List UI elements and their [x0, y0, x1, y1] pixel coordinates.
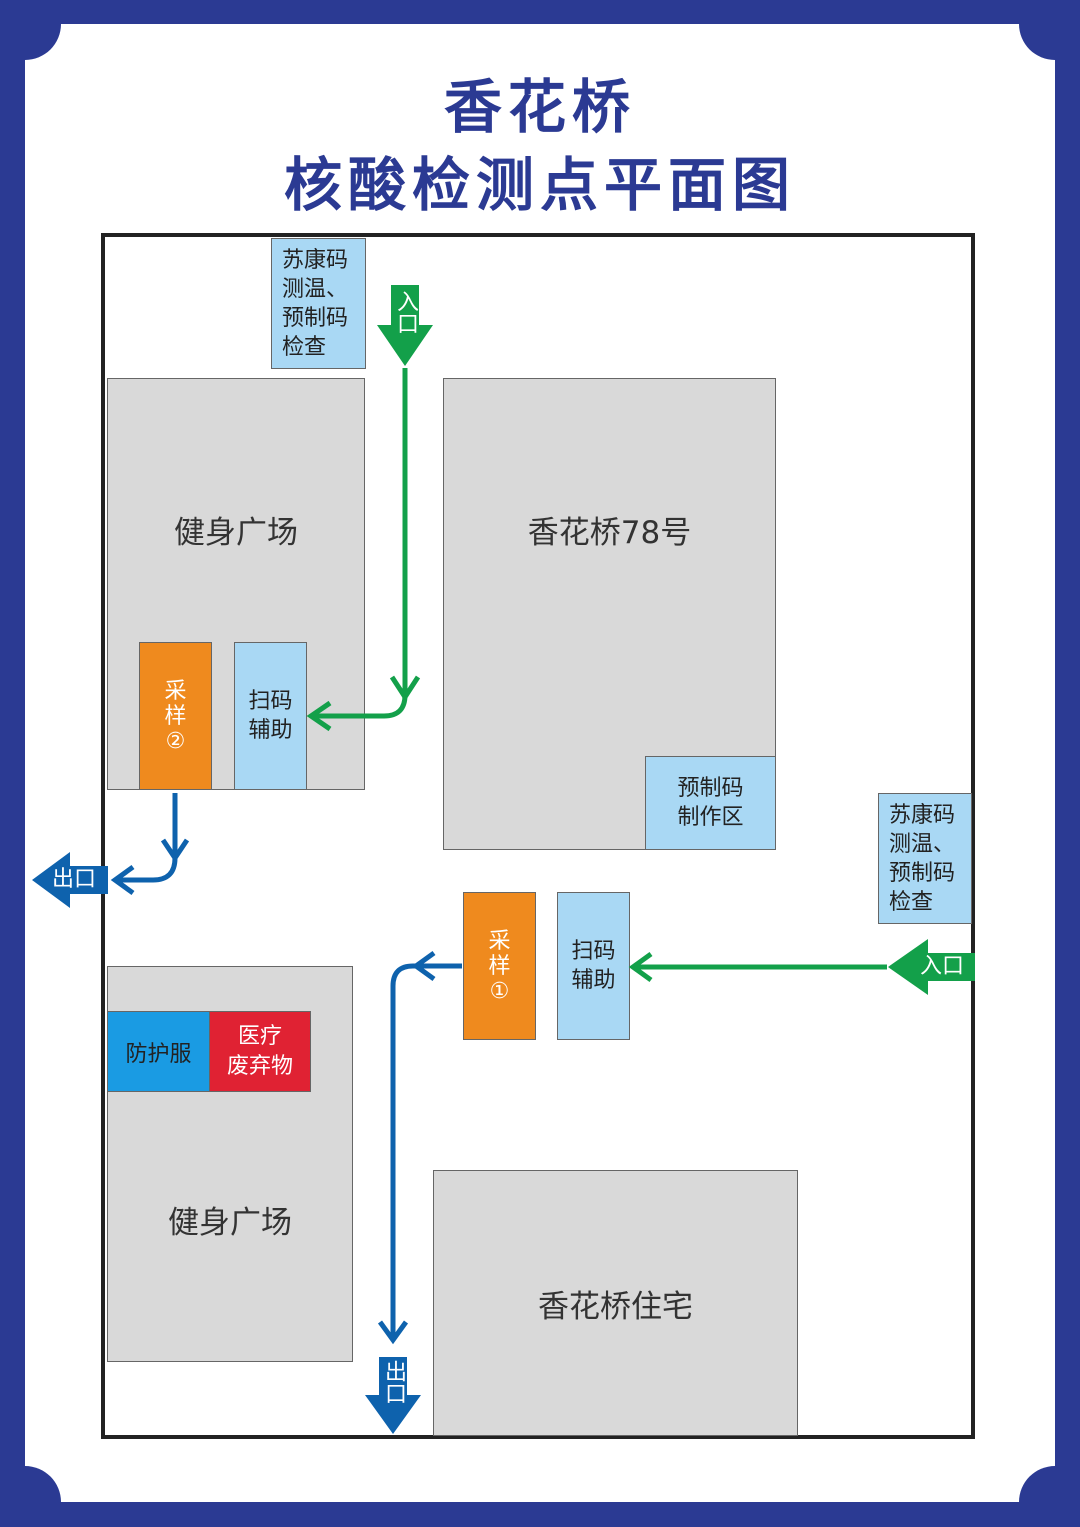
check-station-right-line4: 检查 — [889, 889, 934, 915]
sampling-1-char2: 样 — [488, 953, 511, 979]
sampling-station-2: 采 样 ② — [139, 642, 212, 790]
route-entry-top-arrowhead — [306, 700, 332, 732]
check-station-right-line3: 预制码 — [889, 860, 956, 886]
exit-bottom-label: 出口 — [381, 1360, 406, 1404]
title-line1: 香花桥 — [443, 73, 636, 141]
route-entry-top-chevron — [389, 675, 421, 702]
exit-bottom-arrow — [365, 1357, 421, 1434]
exit-left-label: 出口 — [52, 867, 97, 892]
watermark-text: 惠山高新区发布 — [854, 1468, 1023, 1496]
residence-building: 香花桥住宅 — [433, 1170, 798, 1436]
route-entry-top — [315, 368, 408, 719]
check-station-top-line1: 苏康码 — [282, 247, 349, 273]
precode-area-line2: 制作区 — [677, 805, 744, 830]
sampling-2-char1: 采 — [164, 678, 187, 704]
medical-waste-line2: 废弃物 — [226, 1053, 293, 1079]
protective-suit-area: 防护服 — [107, 1011, 210, 1092]
check-station-right-line2: 测温、 — [889, 831, 956, 857]
entrance-right-label: 入口 — [920, 954, 965, 979]
medical-waste-area: 医疗 废弃物 — [209, 1011, 311, 1092]
exit-left-arrow — [32, 852, 108, 908]
sampling-1-char3: ① — [489, 978, 510, 1004]
route-exit-left-arrowhead — [110, 864, 135, 896]
check-station-top: 苏康码 测温、 预制码 检查 — [271, 238, 366, 369]
medical-waste-line1: 医疗 — [237, 1023, 282, 1049]
scan-assist-mid: 扫码 辅助 — [557, 892, 630, 1040]
sampling-2-char2: 样 — [164, 703, 187, 729]
route-exit-bottom-arrowhead-top — [411, 950, 436, 982]
route-exit-left-chevron — [160, 838, 190, 863]
route-exit-bottom — [390, 963, 462, 1340]
sampling-station-1: 采 样 ① — [463, 892, 536, 1040]
check-station-top-line3: 预制码 — [282, 305, 349, 331]
check-station-right-line1: 苏康码 — [889, 802, 956, 828]
protective-suit-label: 防护服 — [125, 1041, 192, 1067]
sampling-2-char3: ② — [165, 728, 186, 754]
title-line2: 核酸检测点平面图 — [283, 151, 796, 219]
check-station-top-line2: 测温、 — [282, 276, 349, 302]
precode-area-line1: 预制码 — [677, 776, 744, 801]
scan-assist-top: 扫码 辅助 — [234, 642, 307, 790]
scan-assist-mid-line1: 扫码 — [571, 939, 616, 964]
check-station-top-line4: 检查 — [282, 334, 327, 360]
check-station-right: 苏康码 测温、 预制码 检查 — [878, 793, 972, 924]
entrance-right-arrow — [888, 939, 975, 995]
watermark: ◔◕ 惠山高新区发布 — [810, 1462, 1022, 1497]
fitness-plaza-bottom-label: 健身广场 — [168, 1205, 292, 1241]
residence-label: 香花桥住宅 — [538, 1288, 693, 1325]
fitness-plaza-top-label: 健身广场 — [174, 515, 298, 551]
sampling-1-char1: 采 — [488, 928, 511, 954]
entrance-top-label: 入口 — [393, 290, 418, 334]
entrance-top-arrow — [377, 285, 433, 366]
building-78-label: 香花桥78号 — [527, 515, 692, 551]
route-exit-left — [118, 793, 178, 883]
scan-assist-top-line1: 扫码 — [248, 689, 293, 714]
route-entry-right-arrowhead — [628, 951, 653, 983]
wechat-icon: ◔◕ — [810, 1467, 849, 1492]
scan-assist-mid-line2: 辅助 — [571, 968, 616, 993]
scan-assist-top-line2: 辅助 — [248, 718, 293, 743]
precode-area: 预制码 制作区 — [645, 756, 776, 850]
route-exit-bottom-arrowhead — [377, 1320, 409, 1345]
